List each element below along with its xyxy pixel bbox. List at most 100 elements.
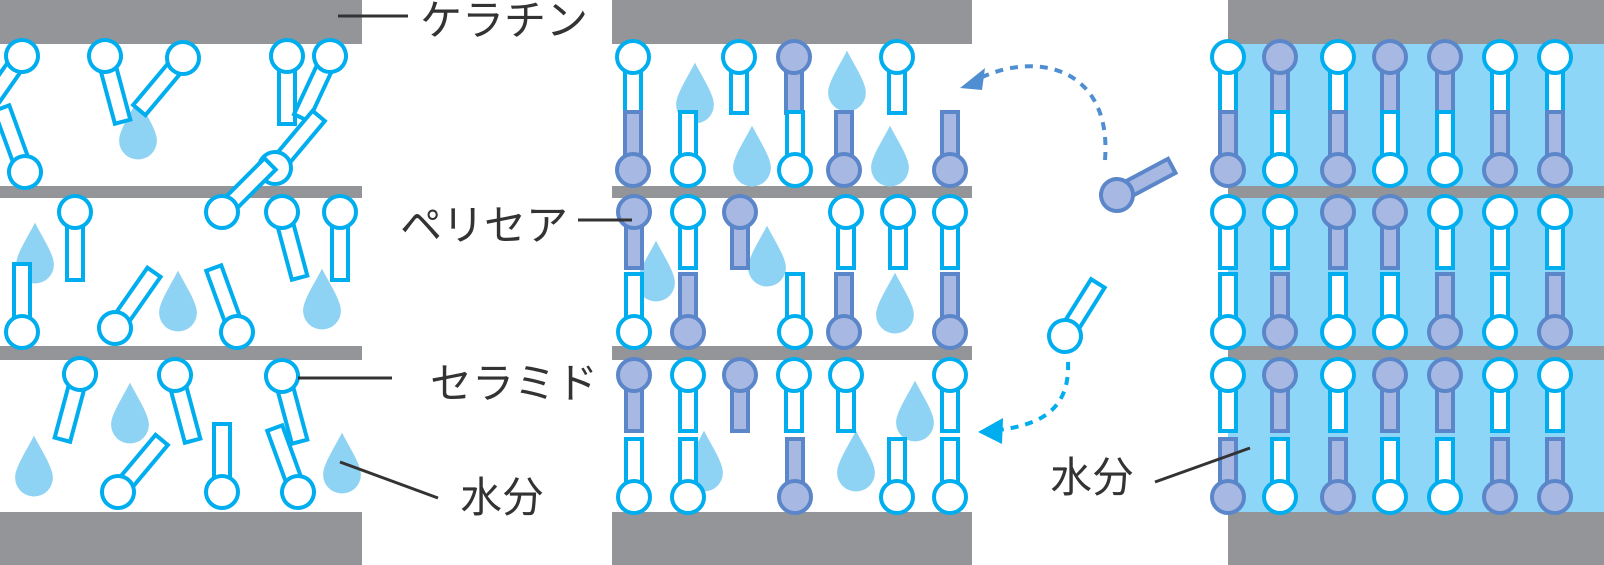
periaa-molecule-icon (1262, 357, 1298, 433)
periaa-molecule-icon (1372, 194, 1408, 270)
water-drop-icon (896, 380, 934, 442)
periaa-molecule-icon (1262, 39, 1298, 115)
ceramide-molecule-icon (777, 110, 813, 188)
periaa-molecule-icon (1099, 156, 1179, 213)
leader-lines (298, 14, 1251, 500)
periaa-molecule-icon (932, 272, 968, 350)
ceramide-molecule-icon (879, 437, 915, 515)
ceramide-molecule-icon (1372, 272, 1408, 350)
label-periaa: ペリセア (400, 201, 568, 250)
ceramide-molecule-icon (1537, 194, 1573, 270)
water-drop-icon (733, 125, 771, 187)
ceramide-molecule-icon (4, 262, 40, 350)
ceramide-molecule-icon (204, 155, 279, 230)
arrow-head-icon (960, 68, 985, 90)
label-water-right: 水分 (1050, 453, 1134, 502)
ceramide-molecule-icon (97, 264, 164, 346)
ceramide-molecule-icon (291, 38, 348, 124)
ceramide-molecule-icon (130, 40, 201, 119)
ceramide-molecule-icon (1047, 276, 1108, 354)
ceramide-molecule-icon (204, 422, 240, 510)
ceramide-molecule-icon (1482, 272, 1518, 350)
ceramide-molecule-icon (828, 194, 864, 270)
periaa-molecule-icon (1537, 272, 1573, 350)
ceramide-molecule-icon (932, 437, 968, 515)
periaa-molecule-icon (932, 110, 968, 188)
water-drop-icon (303, 268, 341, 330)
keratin-bar (0, 346, 362, 360)
ceramide-molecule-icon (670, 437, 706, 515)
ceramide-molecule-icon (1320, 272, 1356, 350)
ceramide-molecule-icon (1262, 194, 1298, 270)
periaa-molecule-icon (1482, 437, 1518, 515)
keratin-bar (1228, 186, 1604, 198)
ceramide-molecule-icon (1482, 357, 1518, 433)
water-drop-icon (871, 125, 909, 187)
ceramide-molecule-icon (777, 272, 813, 350)
keratin-bar (612, 346, 972, 360)
periaa-molecule-icon (1482, 110, 1518, 188)
ceramide-molecule-icon (670, 110, 706, 188)
ceramide-molecule-icon (1482, 194, 1518, 270)
ceramide-molecule-icon (52, 356, 98, 445)
periaa-molecule-icon (1427, 272, 1463, 350)
ceramide-molecule-icon (1262, 110, 1298, 188)
periaa-molecule-icon (1262, 272, 1298, 350)
periaa-molecule-icon (776, 39, 812, 115)
periaa-molecule-icon (826, 110, 862, 188)
ceramide-molecule-icon (264, 358, 310, 447)
periaa-molecule-icon (826, 272, 862, 350)
keratin-bar (0, 512, 362, 565)
ceramide-molecule-icon (932, 194, 968, 270)
water-drop-icon (119, 98, 157, 160)
ceramide-molecule-icon (879, 39, 915, 115)
ceramide-molecule-icon (1320, 357, 1356, 433)
ceramide-molecule-icon (1427, 110, 1463, 188)
periaa-molecule-icon (616, 194, 652, 270)
arrows (960, 64, 1108, 444)
ceramide-molecule-icon (670, 357, 706, 433)
ceramide-molecule-icon (1210, 357, 1246, 433)
keratin-bar (0, 0, 362, 44)
ceramide-molecule-icon (264, 422, 316, 510)
periaa-molecule-icon (722, 194, 758, 270)
periaa-molecule-icon (616, 357, 652, 433)
ceramide-molecule-icon (721, 39, 757, 115)
periaa-molecule-icon (722, 357, 758, 433)
water-drop-icon (748, 225, 786, 287)
lipid-molecules (0, 38, 1573, 515)
ceramide-molecule-icon (203, 262, 255, 350)
periaa-molecule-icon (1210, 110, 1246, 188)
leader-water-right (1154, 446, 1251, 484)
ceramide-molecule-icon (670, 194, 706, 270)
periaa-molecule-icon (777, 437, 813, 515)
label-water-left: 水分 (460, 473, 544, 522)
water-drop-icon (159, 270, 197, 332)
ceramide-molecule-icon (1210, 272, 1246, 350)
ceramide-molecule-icon (1210, 194, 1246, 270)
ceramide-molecule-icon (616, 272, 652, 350)
ceramide-molecule-icon (776, 357, 812, 433)
water-drop-icon (111, 382, 149, 444)
periaa-molecule-icon (1537, 437, 1573, 515)
periaa-molecule-icon (1372, 357, 1408, 433)
water-drop-icon (676, 62, 714, 124)
ceramide-molecule-icon (87, 38, 133, 127)
ceramide-molecule-icon (100, 431, 171, 510)
water-drop-icon (637, 240, 675, 302)
water-drops (15, 50, 934, 497)
ceramide-molecule-icon (1372, 110, 1408, 188)
ceramide-molecule-icon (57, 194, 93, 282)
water-drop-icon (15, 435, 53, 497)
periaa-molecule-icon (670, 272, 706, 350)
ceramide-molecule-icon (0, 38, 40, 120)
water-drop-icon (837, 430, 875, 492)
ceramide-molecule-icon (1427, 437, 1463, 515)
ceramide-molecule-icon (1537, 357, 1573, 433)
keratin-bar (612, 0, 972, 44)
dotted-arrow-icon (979, 64, 1108, 161)
keratin-bar (612, 512, 972, 565)
ceramide-molecule-icon (616, 437, 652, 515)
ceramide-molecule-icon (828, 357, 864, 433)
